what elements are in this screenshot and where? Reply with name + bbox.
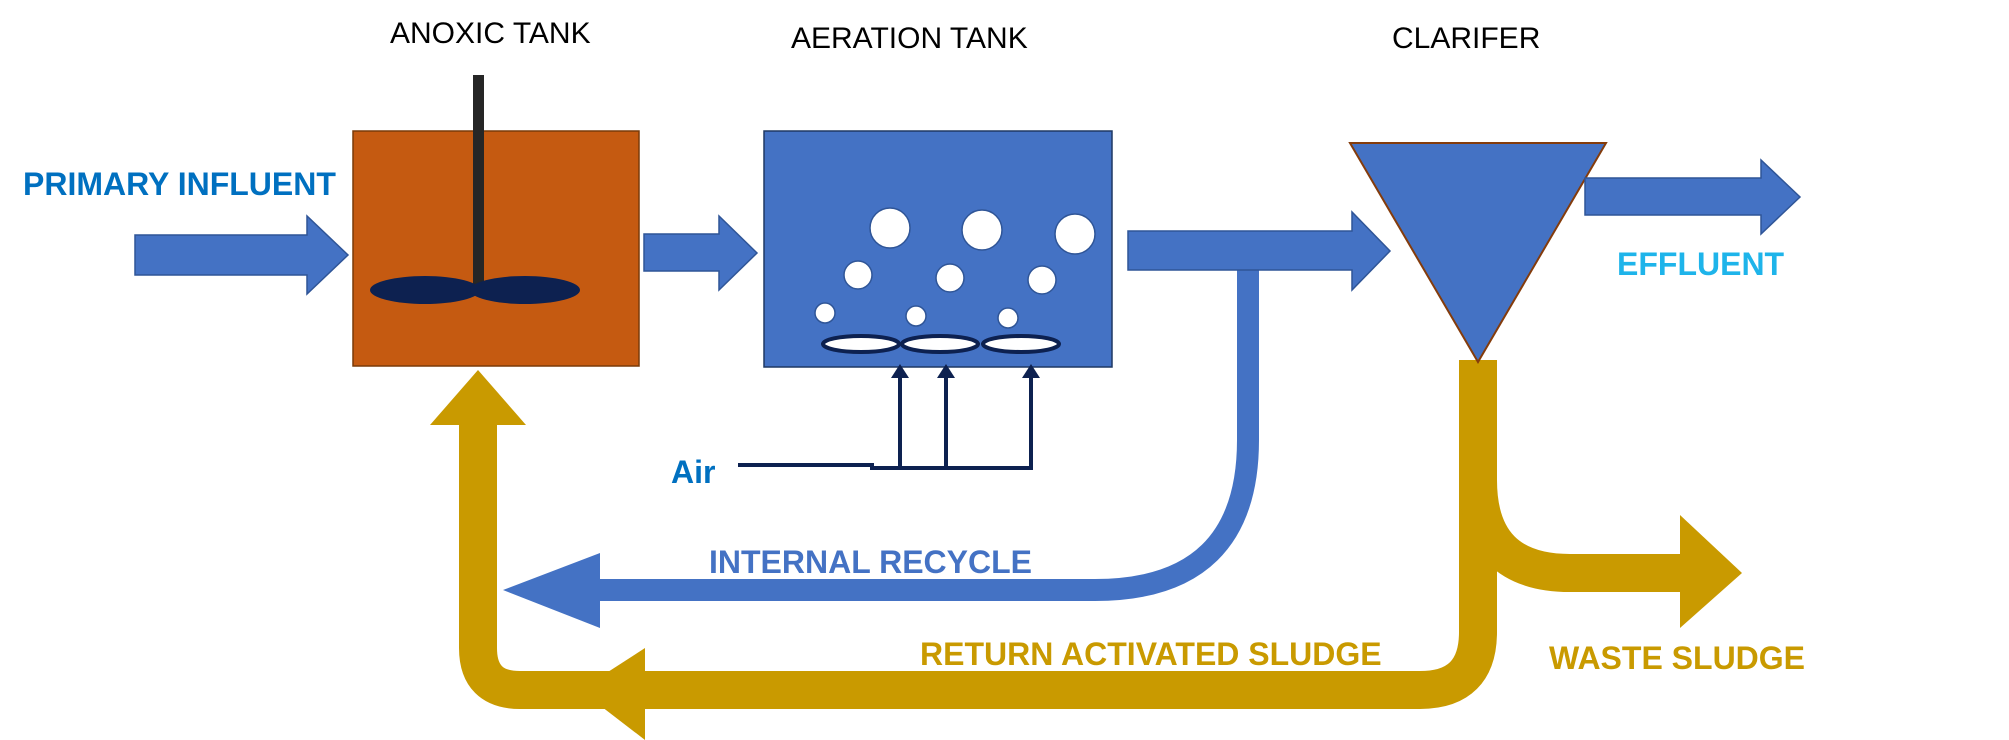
internal-recycle-pipe (600, 265, 1259, 601)
primary-influent-arrow (134, 214, 350, 296)
air-label: Air (671, 454, 716, 490)
air-diffuser (900, 334, 980, 354)
air-bubble (869, 207, 911, 249)
clarifier (1348, 142, 1608, 364)
air-arrowheads (891, 364, 1040, 378)
return-sludge-to-anoxic-arrowhead (430, 370, 526, 425)
return-sludge-to-anoxic-pipe (459, 420, 645, 709)
aeration-to-clarifier-arrow (1127, 210, 1392, 292)
air-header-line (738, 376, 1033, 470)
air-bubble (961, 209, 1003, 251)
clarifier-label: CLARIFER (1392, 22, 1541, 55)
waste-sludge-arrowhead (1680, 515, 1742, 628)
aeration-tank-label: AERATION TANK (791, 22, 1028, 55)
air-supply-lines (738, 376, 1033, 470)
air-bubble (814, 302, 836, 324)
air-bubble (843, 260, 873, 290)
anoxic-tank-label: ANOXIC TANK (390, 17, 591, 50)
air-bubble (905, 305, 927, 327)
primary-influent-label: PRIMARY INFLUENT (23, 166, 336, 202)
effluent-label: EFFLUENT (1617, 246, 1785, 282)
waste-sludge-pipe (1459, 479, 1680, 592)
air-bubble (935, 263, 965, 293)
air-bubble (1027, 265, 1057, 295)
return-activated-sludge-pipe (645, 360, 1497, 709)
anoxic-to-aeration-arrow (643, 214, 759, 292)
air-diffuser (981, 334, 1061, 354)
air-arrowhead (891, 364, 909, 378)
effluent-arrow (1584, 158, 1802, 236)
air-diffuser (821, 334, 901, 354)
mixer-blade-left (370, 276, 480, 304)
air-bubble (1054, 213, 1096, 255)
aeration-tank (763, 130, 1113, 368)
air-arrowhead (937, 364, 955, 378)
waste-sludge-label: WASTE SLUDGE (1549, 640, 1806, 676)
air-bubble (997, 307, 1019, 329)
air-bubbles (814, 207, 1096, 329)
air-arrowhead (1022, 364, 1040, 378)
internal-recycle-arrowhead (503, 553, 600, 628)
internal-recycle-label: INTERNAL RECYCLE (709, 544, 1032, 580)
mixer-shaft (473, 75, 484, 290)
return-activated-sludge-label: RETURN ACTIVATED SLUDGE (920, 636, 1382, 672)
anoxic-tank (352, 130, 640, 367)
mixer-blade-right (470, 276, 580, 304)
air-diffusers (821, 334, 1061, 354)
